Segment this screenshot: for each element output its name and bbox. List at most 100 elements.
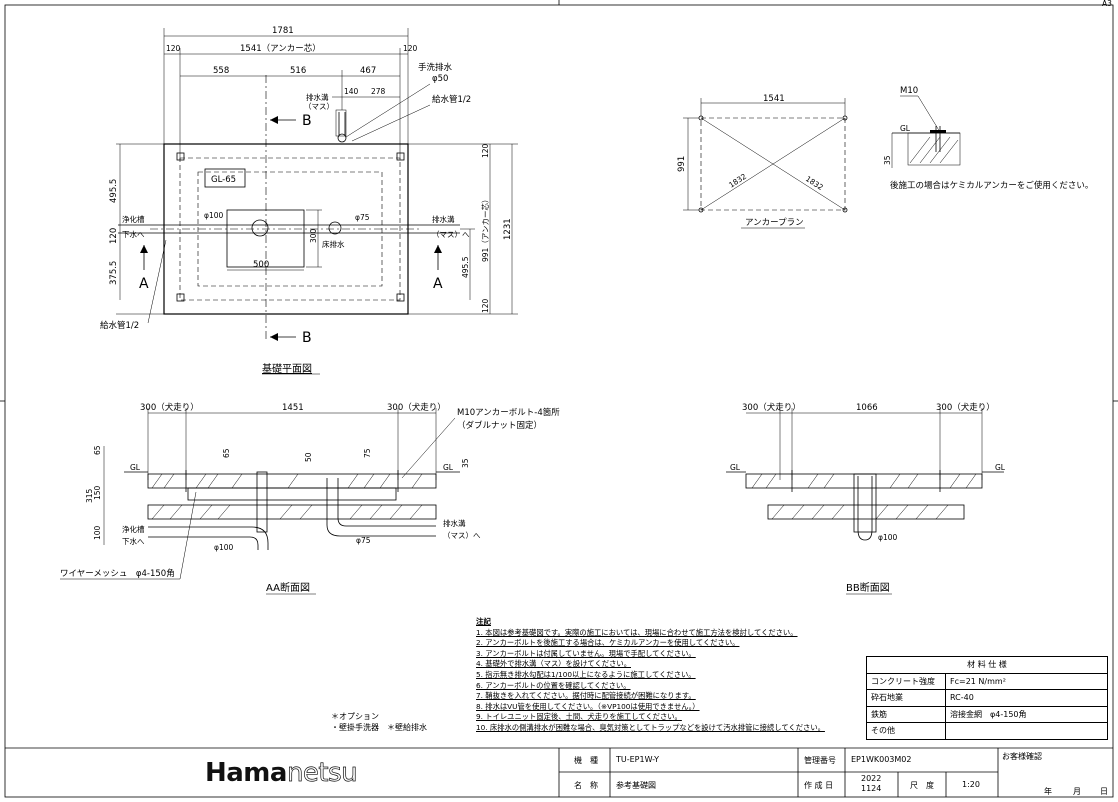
aa-drain-to: 排水溝 bbox=[443, 518, 466, 528]
aa-gl-left: GL bbox=[130, 463, 141, 472]
date-month-unit: 月 bbox=[1073, 787, 1081, 796]
section-b-top: B bbox=[302, 113, 312, 129]
section-aa: 300（犬走り） 1451 300（犬走り） M10アンカーボルト-4箇所 （ダ… bbox=[60, 402, 560, 595]
anchor-plan: 1541 991 1832 1832 アンカープラン bbox=[677, 94, 848, 229]
mas-to-label-plan: （マス）へ bbox=[432, 230, 470, 239]
aa-v65-left: 65 bbox=[93, 445, 102, 455]
gl-level-box bbox=[204, 168, 246, 188]
plan-title: 基礎平面図 bbox=[262, 362, 312, 375]
aa-v35: 35 bbox=[461, 458, 470, 468]
dim-right-120-bot: 120 bbox=[481, 298, 490, 313]
plan-pipe-box bbox=[226, 209, 305, 268]
dim-right-495: 495.5 bbox=[461, 256, 470, 278]
spec-value bbox=[945, 722, 1108, 740]
dim-overall-width: 1781 bbox=[272, 26, 294, 36]
note-item: 8. 排水はVU管を使用してください。（※VP100は使用できません。） bbox=[476, 701, 700, 711]
anchor-detail-bolt: M10 bbox=[900, 86, 918, 96]
septic-label-plan: 浄化槽 bbox=[122, 214, 145, 224]
scale-label: 尺 度 bbox=[910, 781, 934, 790]
note-item: 1. 本図は参考基礎図です。実際の施工においては、現場に合わせて施工方法を検討し… bbox=[476, 627, 798, 637]
anchor-detail: M10 GL 35 後施工の場合はケミカルアンカーをご使用ください。 bbox=[883, 86, 1093, 191]
logo-part-a: Hama bbox=[205, 758, 287, 788]
aa-downwater: 下水へ bbox=[122, 536, 145, 546]
drain-to-label-plan: 排水溝 bbox=[432, 214, 455, 224]
dim-seg-516: 516 bbox=[290, 66, 306, 76]
note-item: 3. アンカーボルトは付属していません。現場で手配してください。 bbox=[476, 648, 696, 658]
aa-dim-left: 300（犬走り） bbox=[140, 402, 199, 413]
options-line1: ＊オプション bbox=[331, 712, 379, 721]
aa-dim-mid: 1451 bbox=[282, 403, 304, 413]
mgmt-value: EP1WK003M02 bbox=[851, 755, 912, 764]
notes-block: 注記 1. 本図は参考基礎図です。実際の施工においては、現場に合わせて施工方法を… bbox=[476, 617, 856, 734]
aa-gl-right: GL bbox=[443, 463, 454, 472]
bb-gl-right: GL bbox=[995, 463, 1006, 472]
anchor-detail-depth: 35 bbox=[883, 155, 892, 165]
bb-title: BB断面図 bbox=[846, 581, 890, 594]
anchor-plan-title: アンカープラン bbox=[745, 218, 804, 228]
floor-drain-label: 床排水 bbox=[322, 239, 345, 249]
model-value: TU-EP1W-Y bbox=[616, 755, 660, 764]
note-item: 10. 床排水の側溝排水が困難な場合、臭気対策としてトラップなどを設けて汚水排管… bbox=[476, 722, 825, 732]
anchor-plan-diag1: 1832 bbox=[727, 172, 748, 190]
anchor-detail-gl: GL bbox=[900, 124, 911, 133]
aa-v75: 75 bbox=[363, 448, 372, 458]
spec-key: その他 bbox=[866, 722, 946, 740]
dim-seg-558: 558 bbox=[213, 66, 229, 76]
note-item: 7. 鞘抜きを入れてください。据付時に配管接続が困難になります。 bbox=[476, 691, 696, 701]
dim-right-991: 991（アンカー芯） bbox=[480, 195, 490, 262]
dim-left-120: 120 bbox=[109, 228, 119, 244]
dim-left-495: 495.5 bbox=[109, 179, 119, 203]
section-a-right: A bbox=[433, 276, 443, 292]
date-label: 作 成 日 bbox=[804, 781, 834, 790]
water-pipe-label-top: 給水管1/2 bbox=[432, 94, 471, 105]
customer-confirm-label: お客様確認 bbox=[1002, 752, 1042, 761]
spec-key: 鉄筋 bbox=[866, 705, 946, 723]
dim-right-1231: 1231 bbox=[503, 218, 513, 240]
bb-gl-left: GL bbox=[730, 463, 741, 472]
plan-anchor-line bbox=[179, 157, 401, 301]
aa-v65-mid: 65 bbox=[222, 448, 231, 458]
aa-v315: 315 bbox=[85, 488, 94, 503]
aa-mas-to: （マス）へ bbox=[443, 531, 481, 540]
aa-phi100: φ100 bbox=[214, 543, 233, 552]
name-value: 参考基礎図 bbox=[616, 781, 656, 790]
aa-title: AA断面図 bbox=[266, 581, 310, 594]
anchor-detail-note: 後施工の場合はケミカルアンカーをご使用ください。 bbox=[890, 180, 1093, 191]
bb-phi100: φ100 bbox=[878, 533, 897, 542]
section-a-left: A bbox=[139, 276, 149, 292]
dim-box-500: 500 bbox=[253, 260, 269, 270]
spec-value: RC-40 bbox=[945, 689, 1108, 707]
aa-v150: 150 bbox=[93, 485, 102, 500]
drain-phi100-circle bbox=[251, 219, 269, 237]
bb-dim-right: 300（犬走り） bbox=[936, 402, 995, 413]
dim-seg-278: 278 bbox=[371, 87, 386, 96]
spec-key: 砕石地業 bbox=[866, 689, 946, 707]
date-year-unit: 年 bbox=[1044, 787, 1052, 796]
aa-mesh-label: ワイヤーメッシュ φ4-150角 bbox=[60, 568, 175, 579]
handwash-phi50: φ50 bbox=[432, 74, 448, 84]
note-item: 9. トイレユニット固定後、土間、犬走りを施工してください。 bbox=[476, 712, 682, 722]
section-bb: 300（犬走り） 1066 300（犬走り） GL GL φ100 BB断面図 bbox=[726, 402, 1006, 595]
aa-phi75: φ75 bbox=[356, 536, 371, 545]
spec-header: 材 料 仕 様 bbox=[866, 656, 1108, 674]
aa-septic: 浄化槽 bbox=[122, 524, 145, 534]
aa-dim-right: 300（犬走り） bbox=[387, 402, 446, 413]
bb-dim-mid: 1066 bbox=[856, 403, 878, 413]
spec-value: Fc=21 N/mm² bbox=[945, 672, 1108, 690]
foundation-plan: GL-65 1781 120 1541（アンカー芯） 120 558 516 4… bbox=[100, 26, 518, 375]
dim-edge-left: 120 bbox=[166, 44, 181, 53]
handwash-drain-label: 手洗排水 bbox=[418, 62, 453, 73]
notes-list: 1. 本図は参考基礎図です。実際の施工においては、現場に合わせて施工方法を検討し… bbox=[476, 628, 856, 734]
drain-ditch-label: 排水溝 bbox=[306, 92, 329, 102]
aa-bolt-note: M10アンカーボルト-4箇所 bbox=[457, 407, 560, 418]
date-year: 2022 bbox=[861, 774, 882, 783]
sheet-size-tag: A3 bbox=[1102, 0, 1112, 8]
drain-mas-label: （マス） bbox=[304, 102, 334, 111]
date-monthday: 1124 bbox=[861, 784, 882, 793]
title-block-grid bbox=[5, 747, 1113, 797]
logo-part-b: netsu bbox=[286, 758, 358, 789]
handwash-drain-circle bbox=[337, 133, 347, 143]
gl-level-label: GL-65 bbox=[211, 175, 236, 185]
spec-value: 溶接金網 φ4-150角 bbox=[945, 705, 1108, 723]
